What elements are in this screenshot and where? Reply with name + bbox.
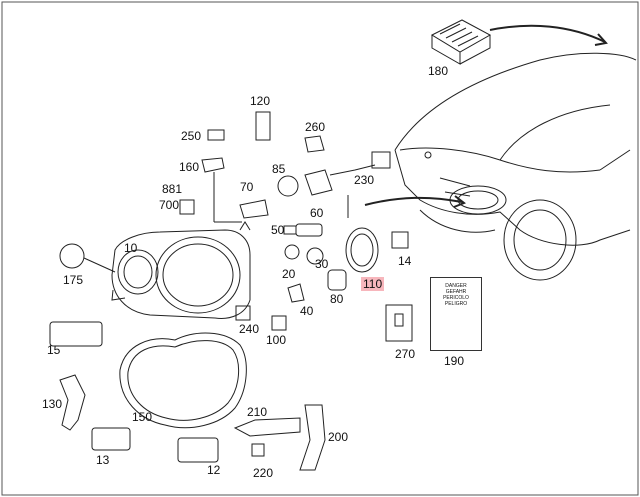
bezel-drawing bbox=[119, 332, 247, 429]
part-120-drawing bbox=[255, 111, 271, 141]
car-outline bbox=[394, 52, 637, 281]
label-12[interactable]: 12 bbox=[207, 463, 221, 477]
warning-label-190: DANGER GEFAHR PERICOLO PELIGRO bbox=[430, 277, 482, 351]
label-13[interactable]: 13 bbox=[96, 453, 110, 467]
label-30[interactable]: 30 bbox=[315, 257, 329, 271]
label-160[interactable]: 160 bbox=[179, 160, 200, 174]
label-200[interactable]: 200 bbox=[328, 430, 349, 444]
label-881[interactable]: 881 bbox=[162, 182, 183, 196]
label-270[interactable]: 270 bbox=[395, 347, 416, 361]
part-200-drawing bbox=[299, 404, 326, 471]
label-700[interactable]: 700 bbox=[159, 198, 180, 212]
part-80-drawing bbox=[327, 269, 347, 291]
label-130[interactable]: 130 bbox=[42, 397, 63, 411]
label-120[interactable]: 120 bbox=[250, 94, 271, 108]
part-13-drawing bbox=[91, 427, 131, 451]
label-210[interactable]: 210 bbox=[247, 405, 268, 419]
label-85[interactable]: 85 bbox=[272, 162, 286, 176]
warning-line-3: PERICOLO bbox=[443, 295, 469, 301]
label-60[interactable]: 60 bbox=[310, 206, 324, 220]
part-14-drawing bbox=[391, 231, 409, 249]
part-50-drawing bbox=[283, 225, 297, 235]
label-230[interactable]: 230 bbox=[354, 173, 375, 187]
part-60-drawing bbox=[295, 223, 323, 237]
label-15[interactable]: 15 bbox=[47, 343, 61, 357]
label-240[interactable]: 240 bbox=[239, 322, 260, 336]
part-30-drawing bbox=[306, 247, 324, 265]
part-70-drawing bbox=[239, 199, 269, 219]
part-180-drawing bbox=[430, 19, 492, 65]
label-40[interactable]: 40 bbox=[300, 304, 314, 318]
label-260[interactable]: 260 bbox=[305, 120, 326, 134]
part-220-drawing bbox=[251, 443, 265, 457]
part-130-drawing bbox=[59, 374, 86, 431]
part-210-drawing bbox=[233, 417, 301, 437]
label-20[interactable]: 20 bbox=[282, 267, 296, 281]
label-175[interactable]: 175 bbox=[63, 273, 84, 287]
label-220[interactable]: 220 bbox=[253, 466, 274, 480]
warning-line-4: PELIGRO bbox=[444, 301, 468, 307]
part-40-drawing bbox=[287, 283, 305, 303]
label-150[interactable]: 150 bbox=[132, 410, 153, 424]
warning-line-2: GEFAHR bbox=[445, 289, 467, 295]
label-110-highlighted[interactable]: 110 bbox=[361, 277, 385, 291]
part-12-drawing bbox=[177, 437, 219, 463]
part-15-drawing bbox=[49, 321, 103, 347]
part-240-drawing bbox=[235, 305, 251, 321]
label-80[interactable]: 80 bbox=[330, 292, 344, 306]
label-100[interactable]: 100 bbox=[266, 333, 287, 347]
label-50[interactable]: 50 bbox=[271, 223, 285, 237]
part-260-drawing bbox=[304, 135, 325, 153]
label-10[interactable]: 10 bbox=[124, 241, 138, 255]
part-20-drawing bbox=[284, 244, 300, 260]
label-14[interactable]: 14 bbox=[398, 254, 412, 268]
part-230-socket bbox=[304, 169, 333, 196]
part-270-drawing bbox=[385, 304, 413, 342]
label-190[interactable]: 190 bbox=[444, 354, 465, 368]
label-250[interactable]: 250 bbox=[181, 129, 202, 143]
part-700-drawing bbox=[179, 199, 195, 215]
part-175-drawing bbox=[59, 243, 85, 269]
part-100-drawing bbox=[271, 315, 287, 331]
label-70[interactable]: 70 bbox=[240, 180, 254, 194]
part-250-drawing bbox=[207, 129, 225, 141]
label-180[interactable]: 180 bbox=[428, 64, 449, 78]
headlamp-drawing bbox=[111, 221, 251, 319]
part-160-drawing bbox=[201, 157, 225, 173]
part-85-drawing bbox=[277, 175, 299, 197]
warning-line-1: DANGER bbox=[445, 283, 467, 289]
